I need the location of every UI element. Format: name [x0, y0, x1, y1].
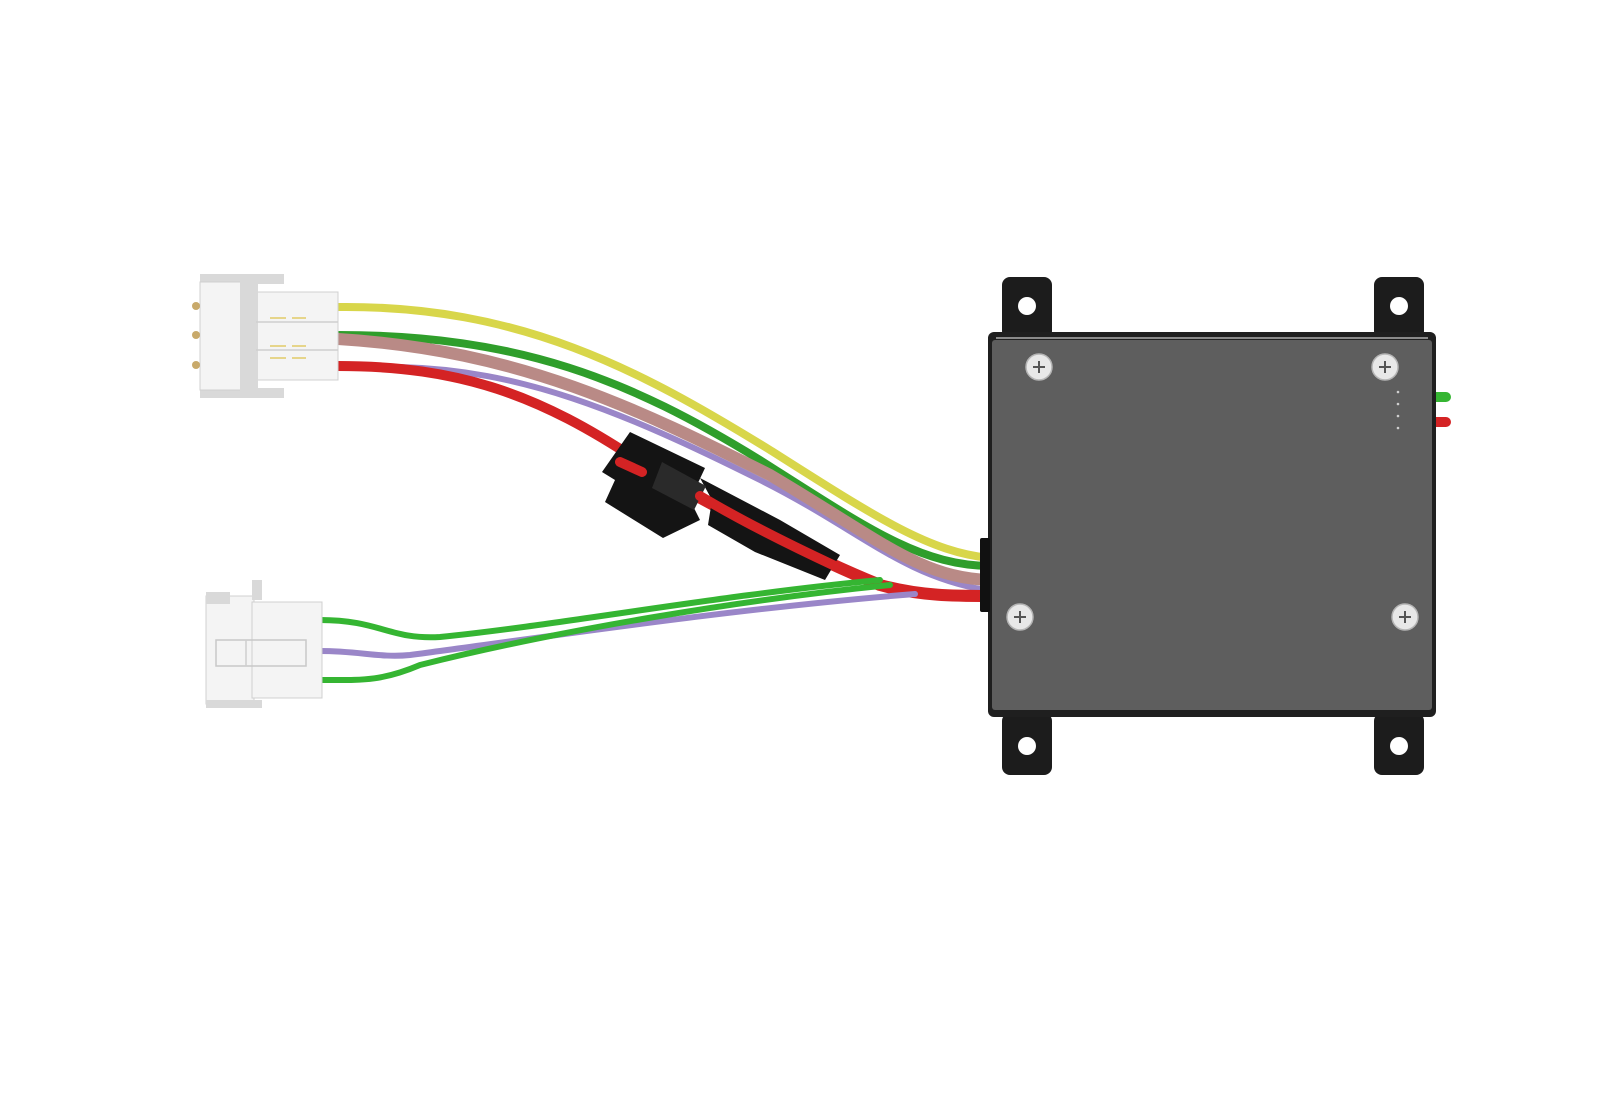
phillips-screw-icon	[1371, 353, 1399, 381]
mount-bracket-top-right	[1374, 277, 1424, 339]
connector-rear	[205, 595, 255, 705]
fuse-red-insert	[615, 457, 840, 571]
green-wire-upper	[334, 331, 994, 570]
green-wire-lower-2	[317, 582, 893, 684]
mount-hole-icon	[1018, 297, 1036, 315]
three-pin-connector-upper	[192, 274, 339, 398]
green-wire-lower-1	[317, 577, 883, 641]
yellow-wire	[334, 302, 994, 562]
phillips-screw-icon	[1006, 603, 1034, 631]
mount-hole-icon	[1018, 737, 1036, 755]
connector-terminals	[270, 317, 306, 359]
mount-hole-icon	[1390, 737, 1408, 755]
red-wire-main	[333, 361, 645, 467]
mount-bracket-bottom-left	[1002, 713, 1052, 775]
controller-module	[980, 277, 1451, 775]
brown-wire	[332, 333, 996, 586]
connector-pin-2	[192, 331, 200, 339]
connector-front	[251, 601, 323, 699]
inline-fuse-holder	[602, 432, 840, 580]
connector-slot-outline	[215, 639, 307, 667]
connector-clip-tab	[252, 580, 262, 600]
mount-bracket-top-left	[1002, 277, 1052, 339]
wire-bundle	[317, 302, 996, 684]
fuse-holder-seam	[652, 462, 706, 510]
status-led-dots	[1396, 390, 1400, 430]
connector-clip	[206, 592, 230, 604]
phillips-screw-icon	[1025, 353, 1053, 381]
connector-flange	[240, 278, 258, 394]
connector-pin-1	[192, 302, 200, 310]
three-pin-connector-lower	[205, 580, 323, 708]
connector-pin-3	[192, 361, 200, 369]
controller-housing	[992, 340, 1432, 710]
mount-bracket-bottom-right	[1374, 713, 1424, 775]
mount-hole-icon	[1390, 297, 1408, 315]
connector-front	[253, 291, 339, 381]
phillips-screw-icon	[1391, 603, 1419, 631]
cable-grommet	[980, 538, 990, 612]
connector-foot	[206, 700, 262, 708]
